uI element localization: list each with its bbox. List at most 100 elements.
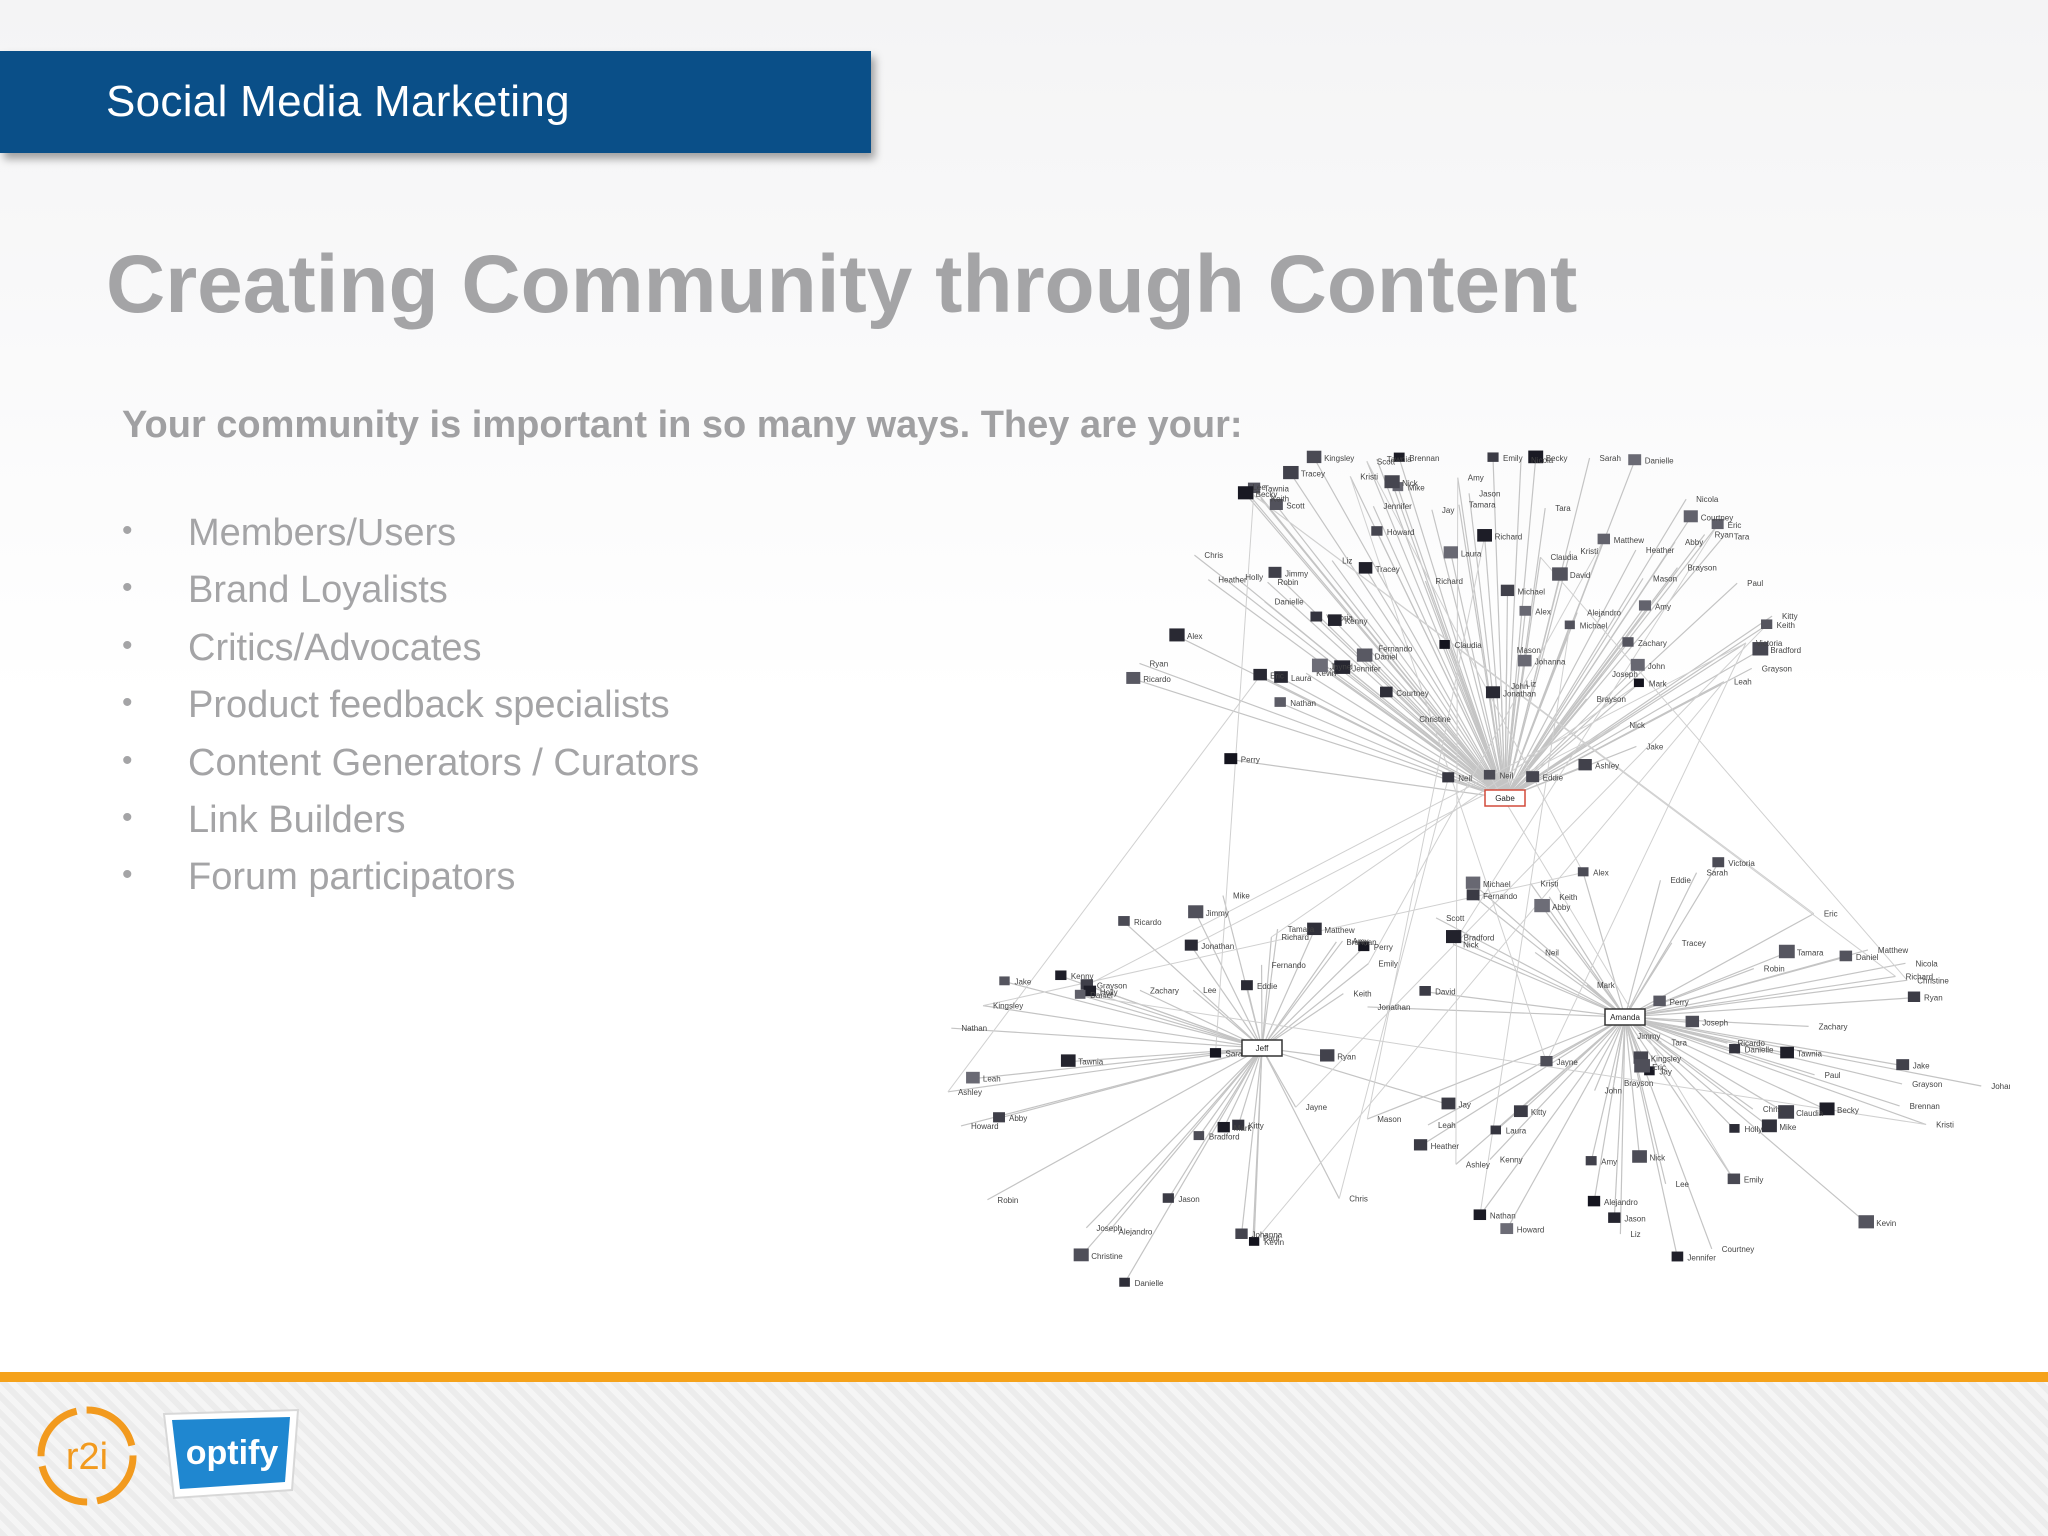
graph-node-avatar (1639, 600, 1651, 610)
graph-node-label: Tamara (1797, 949, 1824, 958)
svg-text:r2i: r2i (66, 1436, 108, 1478)
graph-node-label: Holly (1245, 573, 1263, 582)
graph-node-avatar (1526, 771, 1539, 782)
graph-node-avatar (1896, 1059, 1909, 1070)
graph-node-avatar (1514, 1105, 1528, 1117)
graph-node-label: Tracey (1301, 470, 1325, 479)
graph-node-avatar (1442, 772, 1454, 782)
graph-node-label: Perry (1374, 943, 1393, 952)
graph-node-label: Howard (971, 1122, 999, 1131)
graph-node-avatar (1632, 1150, 1647, 1163)
graph-node-label: Ryan (1337, 1052, 1356, 1061)
graph-node-label: Danielle (1135, 1279, 1164, 1288)
graph-node-avatar (1780, 1047, 1794, 1059)
graph-node-label: Mason (1377, 1115, 1401, 1124)
graph-node-avatar (1608, 1212, 1620, 1222)
graph-edge (1247, 986, 1262, 1048)
graph-node-label: Daniel (1090, 991, 1113, 1000)
graph-node-label: Nicola (1696, 495, 1719, 504)
graph-node-label: Liz (1342, 557, 1352, 566)
graph-node-label: Kitty (1531, 1108, 1547, 1117)
graph-node-label: Jason (1624, 1215, 1645, 1224)
graph-node-label: Tara (1555, 504, 1571, 513)
graph-edge (1583, 873, 1625, 1017)
graph-node-avatar (1486, 686, 1500, 698)
graph-node-label: Howard (1517, 1226, 1545, 1235)
graph-node-label: Heather (1431, 1142, 1460, 1151)
graph-node-avatar (1578, 867, 1589, 876)
graph-node-label: Michael (1483, 880, 1511, 889)
bullet-dot: • (122, 686, 133, 720)
graph-edge (1224, 1048, 1262, 1128)
graph-node-avatar (1712, 857, 1724, 867)
graph-node-avatar (1224, 753, 1237, 764)
graph-node-label: Abby (1009, 1114, 1027, 1123)
graph-node-avatar (1163, 1193, 1174, 1203)
graph-node-label: Kitty (1782, 612, 1798, 621)
graph-node-label: Mike (1233, 891, 1250, 900)
graph-node-label: Victoria (1756, 639, 1783, 648)
footer-bar (0, 1382, 2048, 1536)
graph-node-label: Heather (1646, 546, 1675, 555)
graph-node-avatar (1467, 889, 1480, 900)
graph-edge (1454, 938, 1625, 1017)
graph-node-label: David (1435, 988, 1455, 997)
graph-node-label: Lee (1203, 986, 1217, 995)
graph-node-label: Ricardo (1134, 918, 1162, 927)
graph-node-label: Alejandro (1587, 608, 1621, 617)
graph-node-avatar (1908, 992, 1920, 1002)
graph-node-avatar (1762, 1119, 1777, 1132)
graph-node-avatar (1126, 672, 1140, 684)
graph-node-label: Jason (1178, 1195, 1199, 1204)
graph-node-label: Jimmy (1206, 909, 1229, 918)
bullet-text: Link Builders (188, 799, 406, 842)
graph-node-avatar (1598, 534, 1610, 545)
graph-node-label: Robin (1764, 965, 1785, 974)
graph-node-avatar (1118, 916, 1130, 926)
graph-node-label: Leah (1438, 1121, 1456, 1130)
graph-node-label: Johanna (1535, 658, 1566, 667)
graph-node-label: Matthew (1614, 536, 1644, 545)
bullet-dot: • (122, 801, 133, 835)
graph-node-label: Ryan (1715, 530, 1734, 539)
graph-node-label: Amy (1655, 602, 1671, 611)
graph-node-label: Chris (1763, 1105, 1782, 1114)
graph-node-avatar (1253, 669, 1267, 681)
graph-node-avatar (1119, 1278, 1130, 1287)
graph-node-label: Kingsley (993, 1002, 1023, 1011)
graph-node-label: Chris (1204, 551, 1223, 560)
graph-node-label: Tracey (1682, 939, 1706, 948)
graph-node-label: Becky (1837, 1106, 1859, 1115)
graph-node-label: Emily (1503, 454, 1523, 463)
graph-node-label: Mark (1649, 680, 1668, 689)
bullet-dot: • (122, 744, 133, 778)
bullet-text: Content Generators / Curators (188, 742, 699, 785)
graph-node-label: Neil (1458, 774, 1472, 783)
graph-node-label: Jonathan (1378, 1003, 1411, 1012)
graph-node-label: Nick (1402, 479, 1419, 488)
graph-node-label: Amy (1468, 474, 1484, 483)
graph-node-label: Paul (1825, 1071, 1841, 1080)
graph-node-label: Keith (1777, 621, 1795, 630)
graph-node-label: John (1648, 662, 1665, 671)
graph-node-label: Eric (1652, 1063, 1666, 1072)
graph-edge (1367, 1017, 1625, 1119)
graph-node-label: Holly (1744, 1125, 1762, 1134)
graph-node-label: Courtney (1722, 1245, 1754, 1254)
graph-node-label: Jayne (1306, 1103, 1328, 1112)
graph-node-label: Eric (1270, 672, 1284, 681)
graph-node-avatar (1055, 970, 1066, 980)
graph-node-avatar (1477, 529, 1492, 542)
optify-logo: optify (160, 1408, 306, 1504)
graph-node-avatar (1074, 1248, 1089, 1261)
graph-node-label: Ashley (1466, 1160, 1490, 1169)
graph-node-avatar (1586, 1156, 1597, 1165)
graph-node-label: Keith (1559, 893, 1577, 902)
graph-node-label: Leah (1734, 678, 1752, 687)
graph-node-label: Scott (1446, 914, 1465, 923)
graph-node-label: Fernando (1483, 892, 1518, 901)
graph-node-label: Courtney (1701, 513, 1733, 522)
graph-node-label: Zachary (1150, 986, 1179, 995)
graph-node-label: Eric (1824, 910, 1838, 919)
graph-node-label: Tara (1671, 1038, 1687, 1047)
